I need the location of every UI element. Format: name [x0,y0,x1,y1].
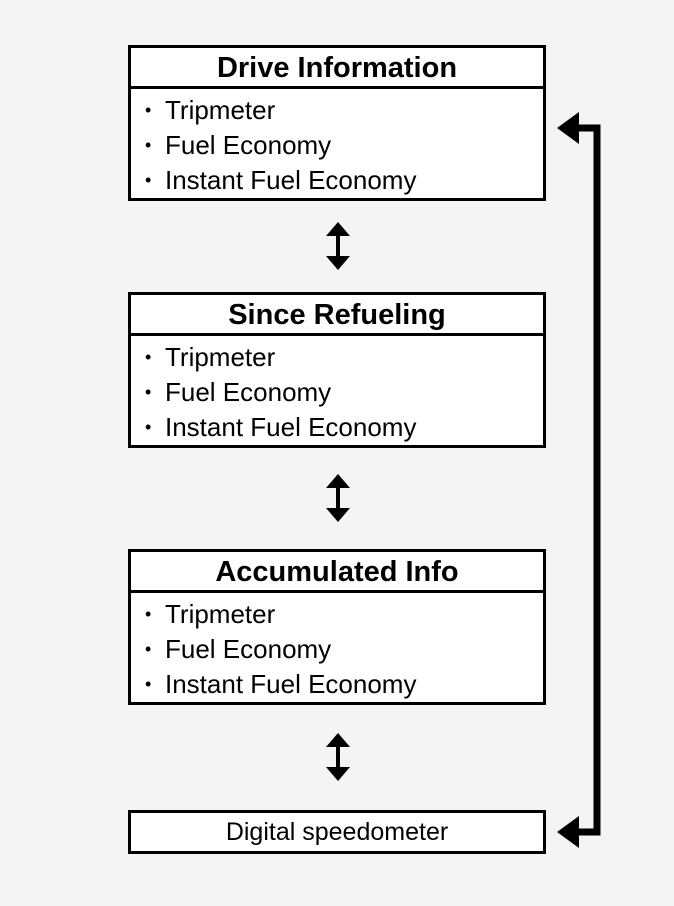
bullet-icon: • [145,417,152,437]
list-item: • Tripmeter [145,93,543,128]
return-loop-arrow-icon [557,112,601,848]
list-item-label: Fuel Economy [165,130,332,160]
list-item-label: Instant Fuel Economy [165,165,417,195]
accumulated-info-list: • Tripmeter • Fuel Economy • Instant Fuel E… [131,593,543,702]
digital-speedometer-label: Digital speedometer [225,818,449,846]
bullet-icon: • [145,604,152,624]
double-arrow-icon [326,474,350,522]
list-item: • Instant Fuel Economy [145,667,543,702]
list-item: • Tripmeter [145,597,543,632]
drive-information-list: • Tripmeter • Fuel Economy • Instant Fuel E… [131,89,543,198]
list-item: • Fuel Economy [145,128,543,163]
list-item: • Instant Fuel Economy [145,410,543,445]
list-item-label: Tripmeter [165,599,276,629]
bullet-icon: • [145,347,152,367]
list-item: • Fuel Economy [145,375,543,410]
accumulated-info-title: Accumulated Info [131,552,543,593]
since-refueling-list: • Tripmeter • Fuel Economy • Instant Fuel E… [131,336,543,445]
list-item: • Tripmeter [145,340,543,375]
list-item-label: Tripmeter [165,95,276,125]
list-item: • Fuel Economy [145,632,543,667]
bullet-icon: • [145,639,152,659]
list-item-label: Fuel Economy [165,634,332,664]
digital-speedometer-box: Digital speedometer [128,810,546,854]
accumulated-info-box: Accumulated Info • Tripmeter • Fuel Econom… [128,549,546,705]
since-refueling-box: Since Refueling • Tripmeter • Fuel Economy… [128,292,546,448]
double-arrow-icon [326,222,350,270]
bullet-icon: • [145,100,152,120]
list-item-label: Instant Fuel Economy [165,669,417,699]
list-item-label: Tripmeter [165,342,276,372]
list-item-label: Instant Fuel Economy [165,412,417,442]
bullet-icon: • [145,382,152,402]
list-item: • Instant Fuel Economy [145,163,543,198]
list-item-label: Fuel Economy [165,377,332,407]
bullet-icon: • [145,135,152,155]
bullet-icon: • [145,170,152,190]
double-arrow-icon [326,733,350,781]
bullet-icon: • [145,674,152,694]
since-refueling-title: Since Refueling [131,295,543,336]
drive-information-title: Drive Information [131,48,543,89]
drive-information-box: Drive Information • Tripmeter • Fuel Econo… [128,45,546,201]
